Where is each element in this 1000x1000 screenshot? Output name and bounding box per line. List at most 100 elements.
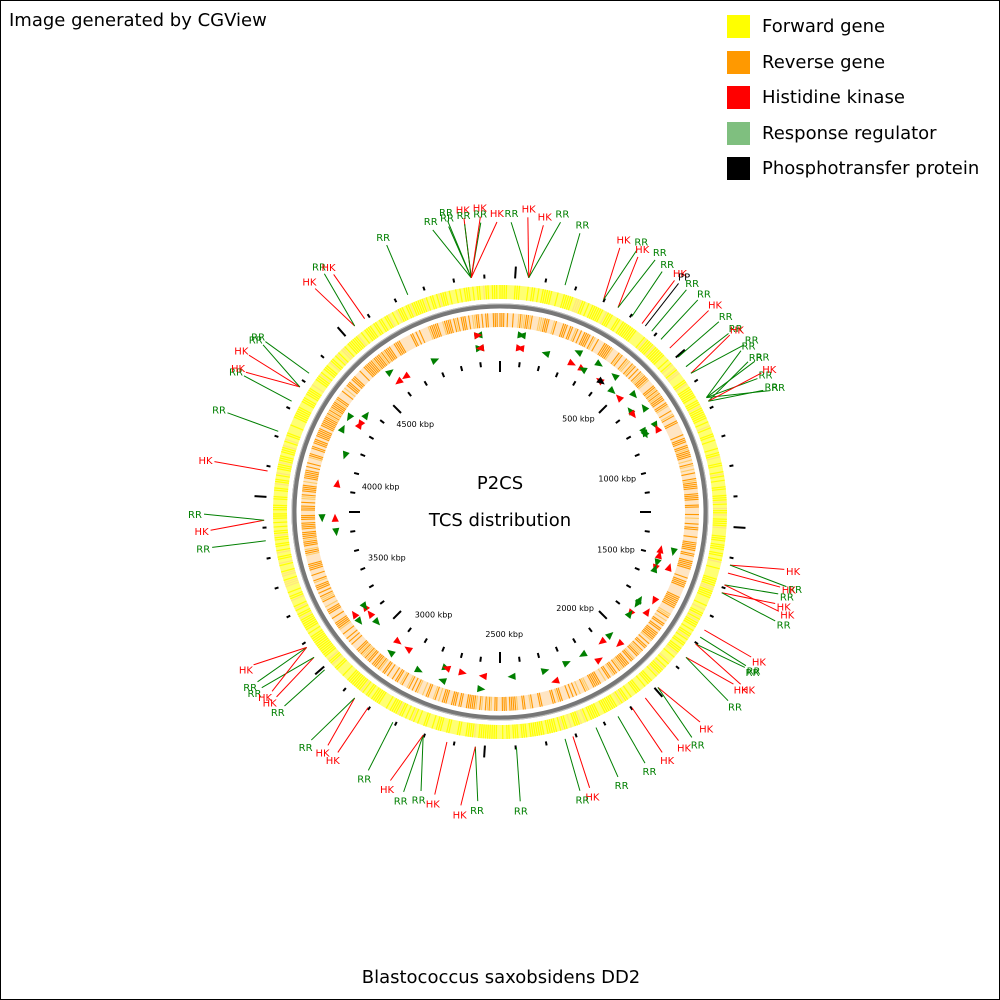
reverse-gene: [645, 625, 657, 636]
reverse-gene: [321, 593, 335, 601]
reverse-gene: [613, 657, 624, 669]
reverse-gene: [661, 415, 675, 423]
callout-leader: [721, 592, 776, 622]
reverse-gene: [673, 576, 687, 583]
forward-gene: [589, 704, 597, 719]
forward-gene: [711, 488, 726, 491]
reverse-gene: [367, 649, 378, 662]
forward-gene: [693, 417, 707, 425]
reverse-gene: [570, 328, 577, 342]
callout-leader: [212, 540, 266, 548]
forward-gene: [273, 525, 288, 528]
reverse-gene: [557, 687, 564, 702]
forward-gene: [708, 464, 723, 469]
callout-leader: [464, 224, 472, 278]
reverse-gene: [676, 451, 691, 458]
forward-gene: [538, 721, 543, 736]
reverse-gene: [313, 442, 327, 449]
forward-gene: [627, 681, 638, 694]
reverse-gene: [597, 668, 607, 681]
reverse-gene: [520, 314, 524, 329]
reverse-gene: [545, 319, 550, 333]
forward-gene: [666, 370, 679, 381]
forward-gene: [619, 687, 629, 700]
tcs-marker-rr: [387, 649, 396, 658]
forward-gene: [362, 681, 372, 694]
callout-leader: [386, 244, 409, 295]
reverse-gene: [606, 662, 616, 675]
legend-label-response-regulator: Response regulator: [762, 122, 937, 144]
callout-leader: [284, 669, 325, 707]
reverse-gene: [651, 397, 664, 407]
scale-tick-minor: [353, 548, 360, 553]
callout-leader: [657, 686, 701, 723]
outer-tick: [721, 434, 726, 438]
forward-gene: [699, 433, 714, 440]
forward-gene: [395, 309, 404, 323]
reverse-gene: [591, 338, 600, 352]
reverse-gene: [302, 490, 317, 493]
callout-leader: [685, 333, 729, 368]
callout-leader: [685, 656, 734, 685]
forward-gene: [489, 724, 491, 739]
reverse-gene: [317, 431, 331, 439]
reverse-gene: [515, 696, 519, 711]
callout-label-rr: RR: [248, 689, 262, 700]
outer-tick: [367, 706, 371, 711]
reverse-gene: [610, 659, 621, 672]
scale-tick-minor: [615, 419, 621, 424]
reverse-gene: [306, 465, 321, 471]
forward-gene: [423, 712, 429, 726]
scale-tick-major: [392, 404, 402, 414]
callout-leader: [528, 222, 561, 279]
forward-gene: [456, 721, 461, 736]
reverse-gene: [467, 315, 472, 330]
callout-label-hk: HK: [777, 602, 792, 613]
forward-gene: [705, 451, 720, 457]
forward-gene: [374, 321, 384, 335]
callout-leader: [310, 697, 356, 741]
reverse-gene: [677, 562, 692, 568]
forward-gene: [705, 454, 720, 459]
outer-tick: [314, 665, 325, 676]
callout-label-hk: HK: [673, 269, 688, 280]
reverse-gene: [301, 518, 316, 521]
tcs-marker-hk: [354, 421, 363, 430]
callout-leader: [685, 656, 729, 702]
forward-gene: [365, 683, 375, 696]
callout-leader: [706, 350, 742, 398]
reverse-gene: [683, 535, 698, 539]
callout-label-hk: HK: [786, 567, 801, 578]
callout-leader: [677, 321, 720, 358]
callout-label-hk: HK: [762, 365, 777, 376]
forward-gene: [290, 592, 304, 600]
forward-gene: [352, 338, 363, 351]
forward-gene: [546, 719, 551, 734]
reverse-gene: [305, 469, 320, 474]
reverse-gene: [421, 682, 429, 696]
scale-tick-minor: [615, 600, 621, 605]
forward-gene: [331, 358, 344, 369]
tcs-marker-hk: [628, 409, 636, 419]
reverse-gene: [683, 483, 698, 487]
callout-label-rr: RR: [634, 238, 648, 249]
forward-gene: [302, 616, 316, 625]
reverse-gene: [649, 394, 662, 404]
reverse-gene: [649, 620, 662, 630]
reverse-gene: [371, 653, 382, 665]
callout-label-rr: RR: [742, 342, 756, 353]
callout-label-rr: RR: [196, 544, 210, 555]
forward-gene: [293, 600, 307, 608]
scale-tick-minor: [379, 600, 385, 605]
reverse-gene: [565, 325, 572, 340]
reverse-gene: [581, 333, 589, 347]
tcs-marker-rr: [579, 367, 588, 375]
forward-gene: [472, 286, 476, 301]
reverse-gene: [432, 324, 439, 338]
forward-gene: [677, 386, 690, 396]
callout-leader: [515, 747, 521, 802]
callout-leader: [729, 564, 785, 570]
reverse-gene: [339, 620, 352, 631]
reverse-gene: [336, 618, 350, 628]
tcs-marker-rr: [361, 411, 369, 421]
